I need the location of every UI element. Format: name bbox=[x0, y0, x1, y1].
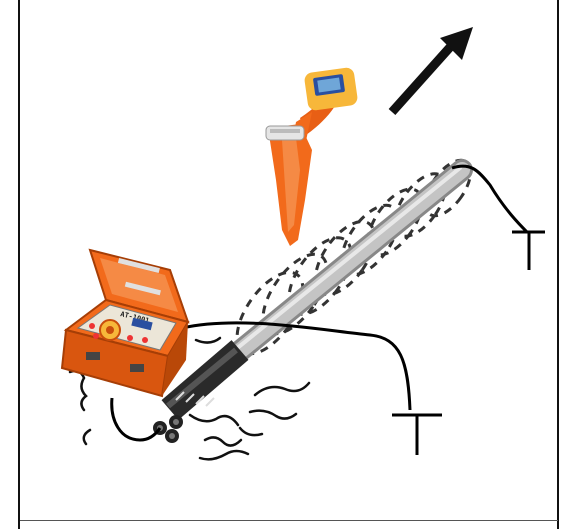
signal-generator: AT-1001 bbox=[62, 250, 188, 396]
ground-stake-icon bbox=[512, 232, 545, 270]
cable-locator-receiver bbox=[266, 67, 358, 246]
buried-cable bbox=[153, 168, 462, 443]
ground-stake-icon bbox=[392, 415, 442, 455]
direction-arrow-icon bbox=[392, 27, 473, 112]
